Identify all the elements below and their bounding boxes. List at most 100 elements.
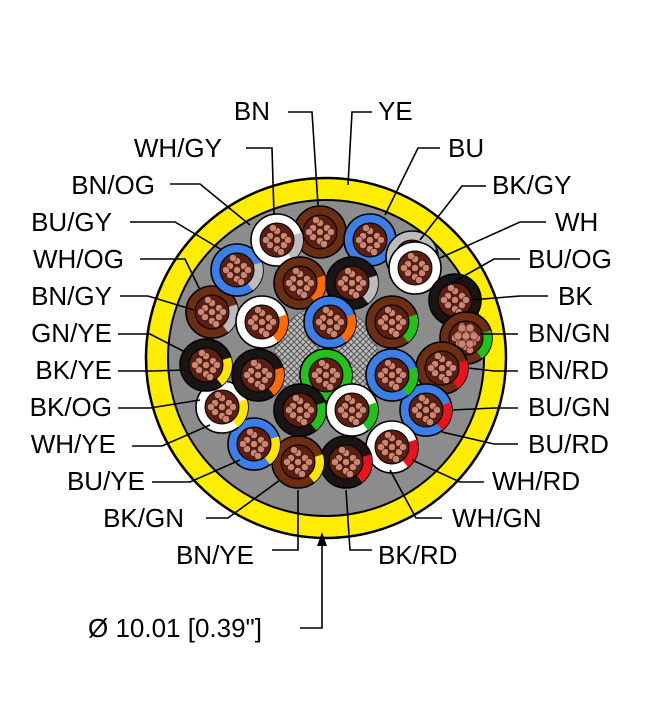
strand-wh-gn-0 <box>348 406 356 414</box>
strand-bu-ye-10 <box>254 452 262 460</box>
strand-wh-gy-10 <box>277 248 285 256</box>
strand-bk-gn-8 <box>307 406 315 414</box>
strand-bu-og-8 <box>462 296 470 304</box>
label-bn-rd: BN/RD <box>528 355 609 385</box>
leader-line-23 <box>411 459 484 483</box>
drain-strand-0 <box>457 323 467 333</box>
leader-line-0 <box>288 111 319 206</box>
strand-bn-ye-10 <box>298 470 306 478</box>
strand-bn-og-10 <box>300 291 308 299</box>
strand-bu-ye-9 <box>246 428 254 436</box>
strand-bk-gn-9 <box>292 394 300 402</box>
strand-wh-7 <box>400 264 408 272</box>
strand-wh-ye-10 <box>222 415 230 423</box>
strand-wh-ye-0 <box>218 403 226 411</box>
strand-bk-rd-0 <box>342 458 350 466</box>
strand-bn-rd-10 <box>442 376 450 384</box>
strand-wh-ye-8 <box>229 403 237 411</box>
conductors <box>179 205 493 489</box>
label-bk-ye: BK/YE <box>35 355 112 385</box>
strand-wh-gn-7 <box>337 406 345 414</box>
strand-bn-og-8 <box>307 279 315 287</box>
strand-bn-gy-8 <box>219 308 227 316</box>
strand-bk-gn-7 <box>285 406 293 414</box>
strand-bu-og-0 <box>451 296 459 304</box>
label-bk-rd: BK/RD <box>378 540 457 570</box>
strand-wh-8 <box>422 264 430 272</box>
strand-bk-ye-0 <box>202 361 210 369</box>
strand-bu-9 <box>362 224 370 232</box>
drain-strand-1 <box>465 323 475 333</box>
leader-line-7 <box>118 369 186 372</box>
strand-bk-rd-8 <box>353 458 361 466</box>
strand-gn-ye-0 <box>322 371 330 379</box>
strand-bn-gy-7 <box>197 308 205 316</box>
labels-right: YE BU BK/GY WH BU/OG BK BN/GN BN/RD BU/G… <box>378 96 612 570</box>
strand-bu-gy-10 <box>237 278 245 286</box>
strand-wh-gy-8 <box>284 236 292 244</box>
strand-bu-gn-9 <box>384 359 392 367</box>
strand-bk-gn-10 <box>300 418 308 426</box>
label-bu-ye: BU/YE <box>67 466 145 496</box>
strand-bu-0 <box>366 236 374 244</box>
leader-line-16 <box>439 221 546 259</box>
label-wh-rd: WH/RD <box>492 466 580 496</box>
strand-bk-og-10 <box>258 383 266 391</box>
strand-bu-gn-10 <box>392 383 400 391</box>
strand-bn-ye-9 <box>290 446 298 454</box>
strand-bn-gy-0 <box>208 308 216 316</box>
strand-wh-og-9 <box>254 306 262 314</box>
strand-bu-7 <box>355 236 363 244</box>
drain-strand-3 <box>461 331 471 341</box>
leader-line-2 <box>170 183 251 226</box>
strand-wh-9 <box>407 252 415 260</box>
strand-bk-rd-7 <box>331 458 339 466</box>
strand-bk-9 <box>344 267 352 275</box>
strand-gn-ye-8 <box>333 371 341 379</box>
label-bu-gn: BU/GN <box>528 392 610 422</box>
leader-line-9 <box>132 424 211 447</box>
drain-strand-5 <box>457 339 467 349</box>
label-bn-ye: BN/YE <box>176 540 254 570</box>
strand-wh-gn-9 <box>344 394 352 402</box>
strand-bk-og-8 <box>265 371 273 379</box>
leader-line-18 <box>469 295 548 301</box>
strand-bk-gn2-7 <box>377 318 385 326</box>
strand-bn-ye-8 <box>305 458 313 466</box>
strand-bk-ye-8 <box>213 361 221 369</box>
strand-bu-og2-7 <box>315 318 323 326</box>
strand-bn-og-7 <box>285 279 293 287</box>
strand-gn-ye-10 <box>326 383 334 391</box>
drain-strands <box>453 323 479 349</box>
strand-bk-og-0 <box>254 371 262 379</box>
leader-line-10 <box>152 459 241 483</box>
label-bu-rd: BU/RD <box>528 429 609 459</box>
strand-bn-rd-0 <box>438 364 446 372</box>
strand-bu-rd-7 <box>411 406 419 414</box>
strand-bu-rd-8 <box>433 406 441 414</box>
strand-bu-8 <box>377 236 385 244</box>
strand-wh-gy-9 <box>269 224 277 232</box>
strand-bk-7 <box>337 279 345 287</box>
strand-bn-ye-7 <box>283 458 291 466</box>
label-bk: BK <box>558 281 593 311</box>
leader-line-17 <box>447 258 520 286</box>
strand-bu-ye-8 <box>261 440 269 448</box>
leader-line-21 <box>451 407 518 411</box>
diameter-label: Ø 10.01 [0.39"] <box>88 613 262 643</box>
strand-bu-rd-9 <box>418 394 426 402</box>
strand-bk-ye-10 <box>206 373 214 381</box>
strand-gn-ye-9 <box>318 359 326 367</box>
strand-bk-gn2-9 <box>384 306 392 314</box>
label-wh-og: WH/OG <box>33 244 124 274</box>
leader-line-8 <box>118 399 201 409</box>
strand-bu-gn-0 <box>388 371 396 379</box>
leader-line-15 <box>419 185 486 241</box>
strand-bn-7 <box>305 228 313 236</box>
strand-bn-8 <box>327 228 335 236</box>
strand-bu-og2-10 <box>330 330 338 338</box>
strand-bn-gy-10 <box>212 320 220 328</box>
drain-strand-2 <box>453 331 463 341</box>
strand-bu-ye-0 <box>250 440 258 448</box>
